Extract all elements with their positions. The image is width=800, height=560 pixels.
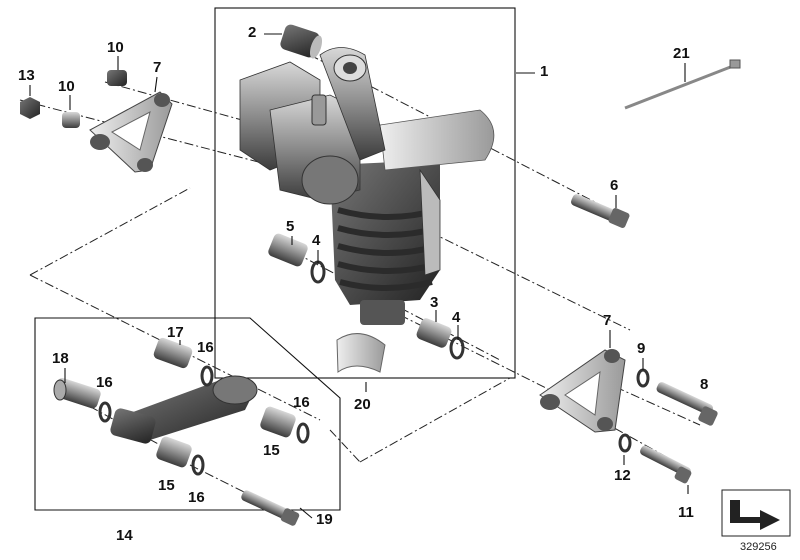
linkage-arm-part-14 <box>110 375 258 444</box>
bracket-part-7-lower <box>539 349 626 433</box>
nut-part-10-left <box>62 112 80 128</box>
callout-21: 21 <box>673 45 690 62</box>
sleeve-part-20 <box>336 333 386 373</box>
callout-13: 13 <box>18 67 35 84</box>
bushing-part-3 <box>416 318 452 348</box>
callout-14: 14 <box>116 527 133 544</box>
cable-tie-part-21 <box>624 59 741 110</box>
nut-part-13 <box>20 97 40 119</box>
callout-10b: 10 <box>58 78 75 95</box>
leader-lines <box>29 33 689 519</box>
callout-16d: 16 <box>188 489 205 506</box>
nut-part-10-top <box>107 70 127 86</box>
bushing-part-15-right <box>260 406 296 438</box>
shock-absorber <box>239 47 495 325</box>
callout-18: 18 <box>52 350 69 367</box>
washer-part-4b <box>449 336 465 360</box>
shock-assembly-frame <box>214 7 516 379</box>
washer-part-16-b <box>98 401 112 423</box>
callout-9: 9 <box>637 340 646 357</box>
callout-15a: 15 <box>263 442 280 459</box>
callout-2: 2 <box>248 24 257 41</box>
washer-part-12 <box>618 433 632 453</box>
callout-15b: 15 <box>158 477 175 494</box>
callout-12: 12 <box>614 467 631 484</box>
arrow-direction-icon <box>721 489 791 537</box>
linkage-kit-frame <box>34 317 341 511</box>
bushing-part-15-left <box>156 436 192 468</box>
bolt-part-8 <box>656 382 718 426</box>
washer-part-16-c <box>296 422 310 444</box>
bushing-part-2 <box>280 24 323 59</box>
washer-part-16-a <box>200 365 214 387</box>
bushing-part-5 <box>268 233 308 267</box>
callout-11: 11 <box>678 504 694 521</box>
bushing-part-17 <box>153 337 193 369</box>
callout-19: 19 <box>316 511 333 528</box>
callout-1: 1 <box>540 63 549 80</box>
diagram-reference-number: 329256 <box>740 541 777 553</box>
callout-20: 20 <box>354 396 371 413</box>
callout-7b: 7 <box>603 312 612 329</box>
callout-10a: 10 <box>107 39 124 56</box>
bolt-part-11 <box>640 445 692 484</box>
bush-bolt-part-18 <box>53 377 101 409</box>
washer-part-16-d <box>191 454 205 476</box>
bracket-part-7-upper <box>89 91 173 173</box>
callout-8: 8 <box>700 376 709 393</box>
callout-16b: 16 <box>96 374 113 391</box>
callout-16a: 16 <box>197 339 214 356</box>
callout-5: 5 <box>286 218 295 235</box>
washer-part-9 <box>636 368 650 388</box>
callout-6: 6 <box>610 177 619 194</box>
callout-4b: 4 <box>452 309 461 326</box>
callout-3: 3 <box>430 294 439 311</box>
callout-16c: 16 <box>293 394 310 411</box>
bolt-part-6 <box>571 194 630 228</box>
callout-17: 17 <box>167 324 184 341</box>
bolt-part-19 <box>241 490 300 526</box>
callout-7a: 7 <box>153 59 162 76</box>
callout-4a: 4 <box>312 232 321 249</box>
